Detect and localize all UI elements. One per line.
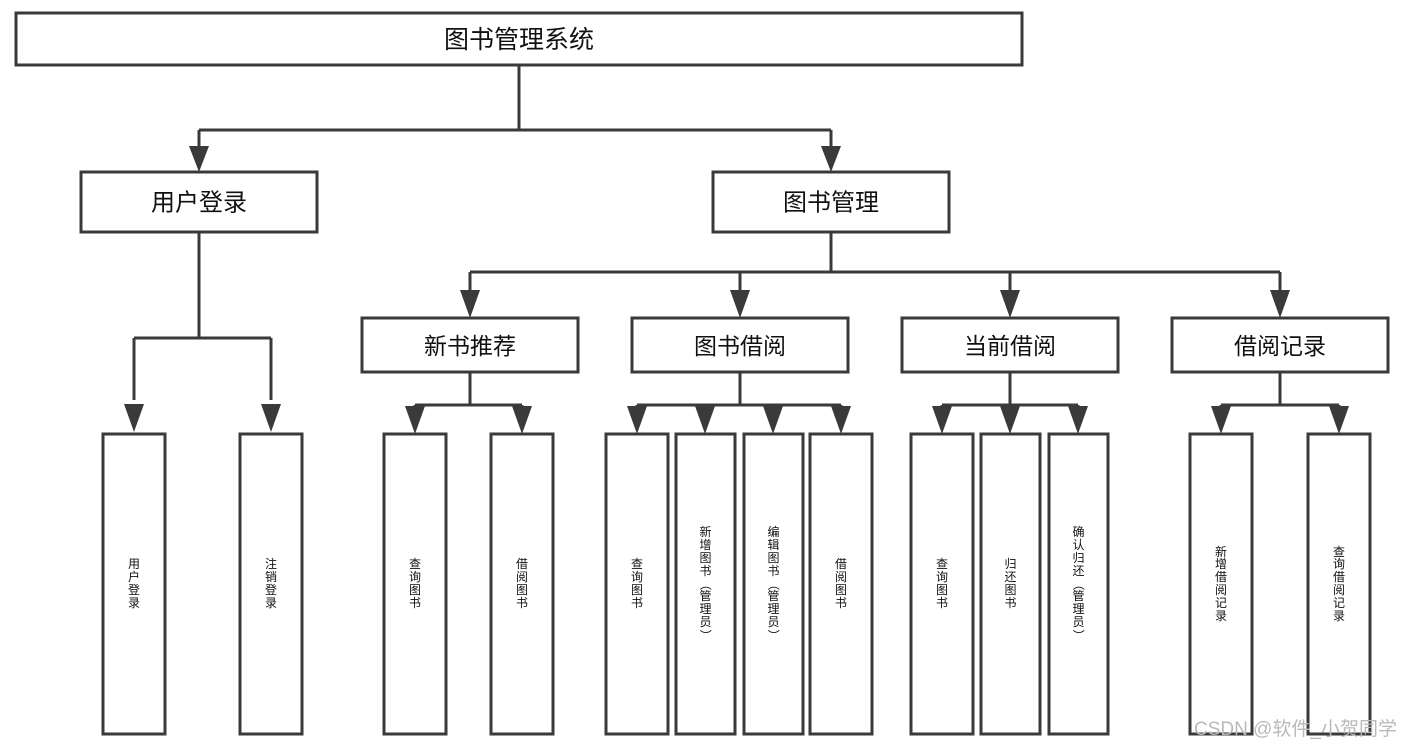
arrowhead-leaf-user-login [124, 404, 144, 432]
arrowhead-leaf-add-book [695, 406, 715, 434]
arrowhead-leaf-add-record [1211, 406, 1231, 434]
arrowhead-leaf-confirm-return [1068, 406, 1088, 434]
leaf-add-book-box[interactable] [674, 432, 737, 736]
arrowhead-leaf-borrow-book-2 [831, 406, 851, 434]
node-user-login-box[interactable] [79, 170, 319, 234]
edge-root-to-level2 [197, 65, 833, 158]
edge-userlogin-to-leaves [132, 232, 273, 400]
arrowhead-new-book-recommend [460, 290, 480, 318]
node-user-login-label: 用户登录 [151, 190, 247, 217]
arrowhead-user-login [189, 146, 209, 172]
arrowhead-leaf-query-book-1 [405, 406, 425, 434]
arrowhead-leaf-edit-book [763, 406, 783, 434]
node-current-borrow-box[interactable] [900, 316, 1120, 374]
leaf-box-layer [101, 432, 1372, 736]
node-user-login[interactable]: 用户登录 [79, 170, 319, 234]
arrowhead-book-borrow [730, 290, 750, 318]
arrowhead-current-borrow [1000, 290, 1020, 318]
leaf-borrow-book-2-box[interactable] [808, 432, 874, 736]
edge-borrowrecord-to-leaves [1219, 372, 1341, 412]
node-new-book-recommend-box[interactable] [360, 316, 580, 374]
node-borrow-record-box[interactable] [1170, 316, 1390, 374]
arrowhead-leaf-user-logout [261, 404, 281, 432]
node-book-management-box[interactable] [711, 170, 951, 234]
arrowhead-leaf-query-book-2 [627, 406, 647, 434]
arrowhead-book-management [821, 146, 841, 172]
leaf-query-book-1-box[interactable] [382, 432, 448, 736]
leaf-user-logout-box[interactable] [238, 432, 304, 736]
leaf-borrow-book-1-box[interactable] [489, 432, 555, 736]
arrowhead-borrow-record [1270, 290, 1290, 318]
node-new-book-recommend[interactable]: 新书推荐 [360, 316, 580, 374]
node-book-borrow[interactable]: 图书借阅 [630, 316, 850, 374]
leaf-query-record-box[interactable] [1306, 432, 1372, 736]
node-root-label: 图书管理系统 [444, 26, 594, 54]
leaf-return-book-box[interactable] [979, 432, 1042, 736]
arrowhead-leaf-query-record [1329, 406, 1349, 434]
leaf-add-record-box[interactable] [1188, 432, 1254, 736]
node-borrow-record[interactable]: 借阅记录 [1170, 316, 1390, 374]
node-borrow-record-label: 借阅记录 [1234, 333, 1326, 359]
node-book-management-label: 图书管理 [783, 190, 879, 217]
leaf-query-book-3-box[interactable] [909, 432, 975, 736]
node-book-borrow-label: 图书借阅 [694, 333, 786, 359]
node-book-borrow-box[interactable] [630, 316, 850, 374]
arrowhead-leaf-query-book-3 [932, 406, 952, 434]
node-root-box[interactable] [14, 11, 1024, 67]
arrowhead-leaf-borrow-book-1 [512, 406, 532, 434]
node-book-management[interactable]: 图书管理 [711, 170, 951, 234]
edge-bookmgmt-to-level3 [468, 232, 1282, 292]
arrowhead-leaf-return-book [1000, 406, 1020, 434]
connector-layer [124, 65, 1349, 434]
edge-newbook-to-leaves [413, 372, 524, 412]
leaf-query-book-2-box[interactable] [604, 432, 670, 736]
leaf-user-login-box[interactable] [101, 432, 167, 736]
edge-bookborrow-to-leaves [635, 372, 843, 412]
leaf-confirm-return-box[interactable] [1047, 432, 1110, 736]
node-root[interactable]: 图书管理系统 [14, 11, 1024, 67]
leaf-edit-book-box[interactable] [742, 432, 805, 736]
node-current-borrow[interactable]: 当前借阅 [900, 316, 1120, 374]
node-current-borrow-label: 当前借阅 [964, 333, 1056, 359]
node-new-book-recommend-label: 新书推荐 [424, 333, 516, 359]
